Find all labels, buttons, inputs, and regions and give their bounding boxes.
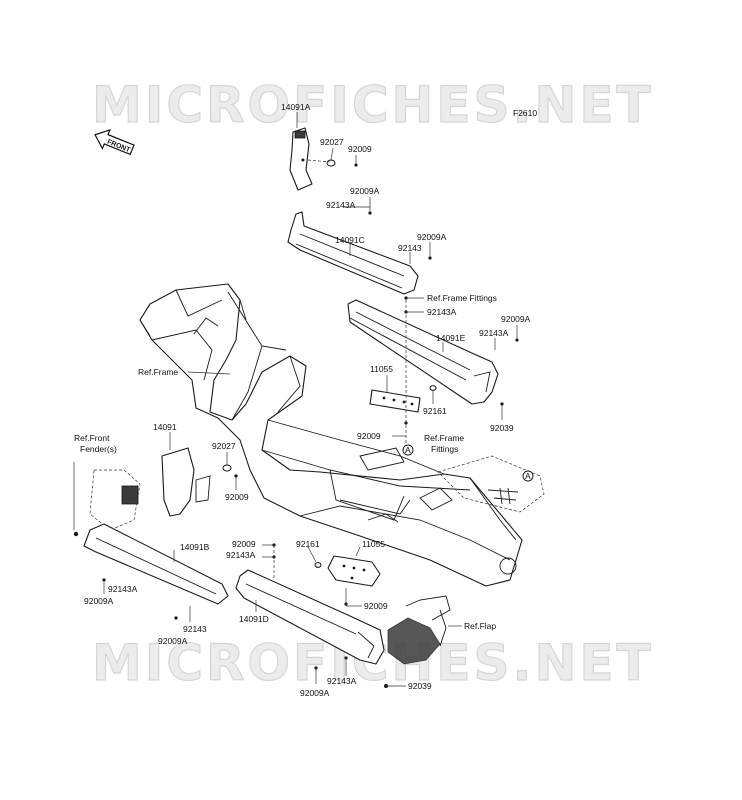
callout-A-2 <box>522 470 534 482</box>
label-92143A-b: 92143A <box>327 676 357 686</box>
vehicle-frame <box>139 283 523 587</box>
label-14091: 14091 <box>153 422 177 432</box>
guard-14091 <box>161 447 211 517</box>
label-92039-r: 92039 <box>490 423 514 433</box>
label-92143A-m: 92143A <box>226 550 256 560</box>
bracket-11055-r <box>369 389 421 413</box>
label-92143-c: 92143 <box>398 243 422 253</box>
bracket-11055-m <box>327 555 381 587</box>
guard-14091A <box>289 127 313 191</box>
label-92009A-c: 92009A <box>417 232 447 242</box>
label-92009A-r: 92009A <box>501 314 531 324</box>
ref-frame: Ref.Frame <box>138 367 178 377</box>
label-92009-r: 92009 <box>357 431 381 441</box>
label-92039-b: 92039 <box>408 681 432 691</box>
label-92143A-r2: 92143A <box>479 328 509 338</box>
ref-flap: Ref.Flap <box>464 621 496 631</box>
front-fender-detail <box>89 469 141 531</box>
frame-fittings-detail <box>437 455 545 513</box>
ref-frame-fittings-2-line2: Fittings <box>431 444 458 454</box>
washer-92027-top <box>326 159 336 167</box>
label-14091B: 14091B <box>180 542 210 552</box>
label-92143A-top: 92143A <box>326 200 356 210</box>
watermark-top: MICROFICHES.NET <box>92 76 654 134</box>
flap-detail <box>387 595 451 665</box>
label-92143-l: 92143 <box>183 624 207 634</box>
label-92009-m2: 92009 <box>364 601 388 611</box>
label-92143A-r: 92143A <box>427 307 457 317</box>
label-92027-top: 92027 <box>320 137 344 147</box>
ref-frame-fittings-top: Ref.Frame Fittings <box>427 293 497 303</box>
label-14091C: 14091C <box>335 235 365 245</box>
label-92009-l: 92009 <box>225 492 249 502</box>
callout-A-2-letter: A <box>525 471 531 481</box>
panel-14091B <box>83 523 229 605</box>
label-92009A-l2: 92009A <box>158 636 188 646</box>
label-92027-l: 92027 <box>212 441 236 451</box>
callout-A-1-letter: A <box>405 445 411 455</box>
label-11055-r: 11055 <box>370 364 393 374</box>
ref-frame-fittings-2-line1: Ref.Frame <box>424 433 464 443</box>
label-92009A-top: 92009A <box>350 186 380 196</box>
label-14091E: 14091E <box>436 333 466 343</box>
label-11055-m: 11055 <box>362 539 385 549</box>
label-92161-m: 92161 <box>296 539 320 549</box>
label-92009-m: 92009 <box>232 539 256 549</box>
label-92143A-l: 92143A <box>108 584 138 594</box>
diagram-code: F2610 <box>513 108 537 118</box>
label-92009A-b: 92009A <box>300 688 330 698</box>
ref-front-fender-line1: Ref.Front <box>74 433 110 443</box>
panel-14091E <box>347 299 499 405</box>
label-14091D: 14091D <box>239 614 269 624</box>
label-14091A: 14091A <box>281 102 311 112</box>
label-92161-r: 92161 <box>423 406 447 416</box>
panel-14091D <box>235 569 385 665</box>
label-92009-top: 92009 <box>348 144 372 154</box>
callout-A-1 <box>402 444 414 456</box>
panel-14091C <box>287 211 419 295</box>
ref-front-fender-line2: Fender(s) <box>80 444 117 454</box>
label-92009A-l: 92009A <box>84 596 114 606</box>
